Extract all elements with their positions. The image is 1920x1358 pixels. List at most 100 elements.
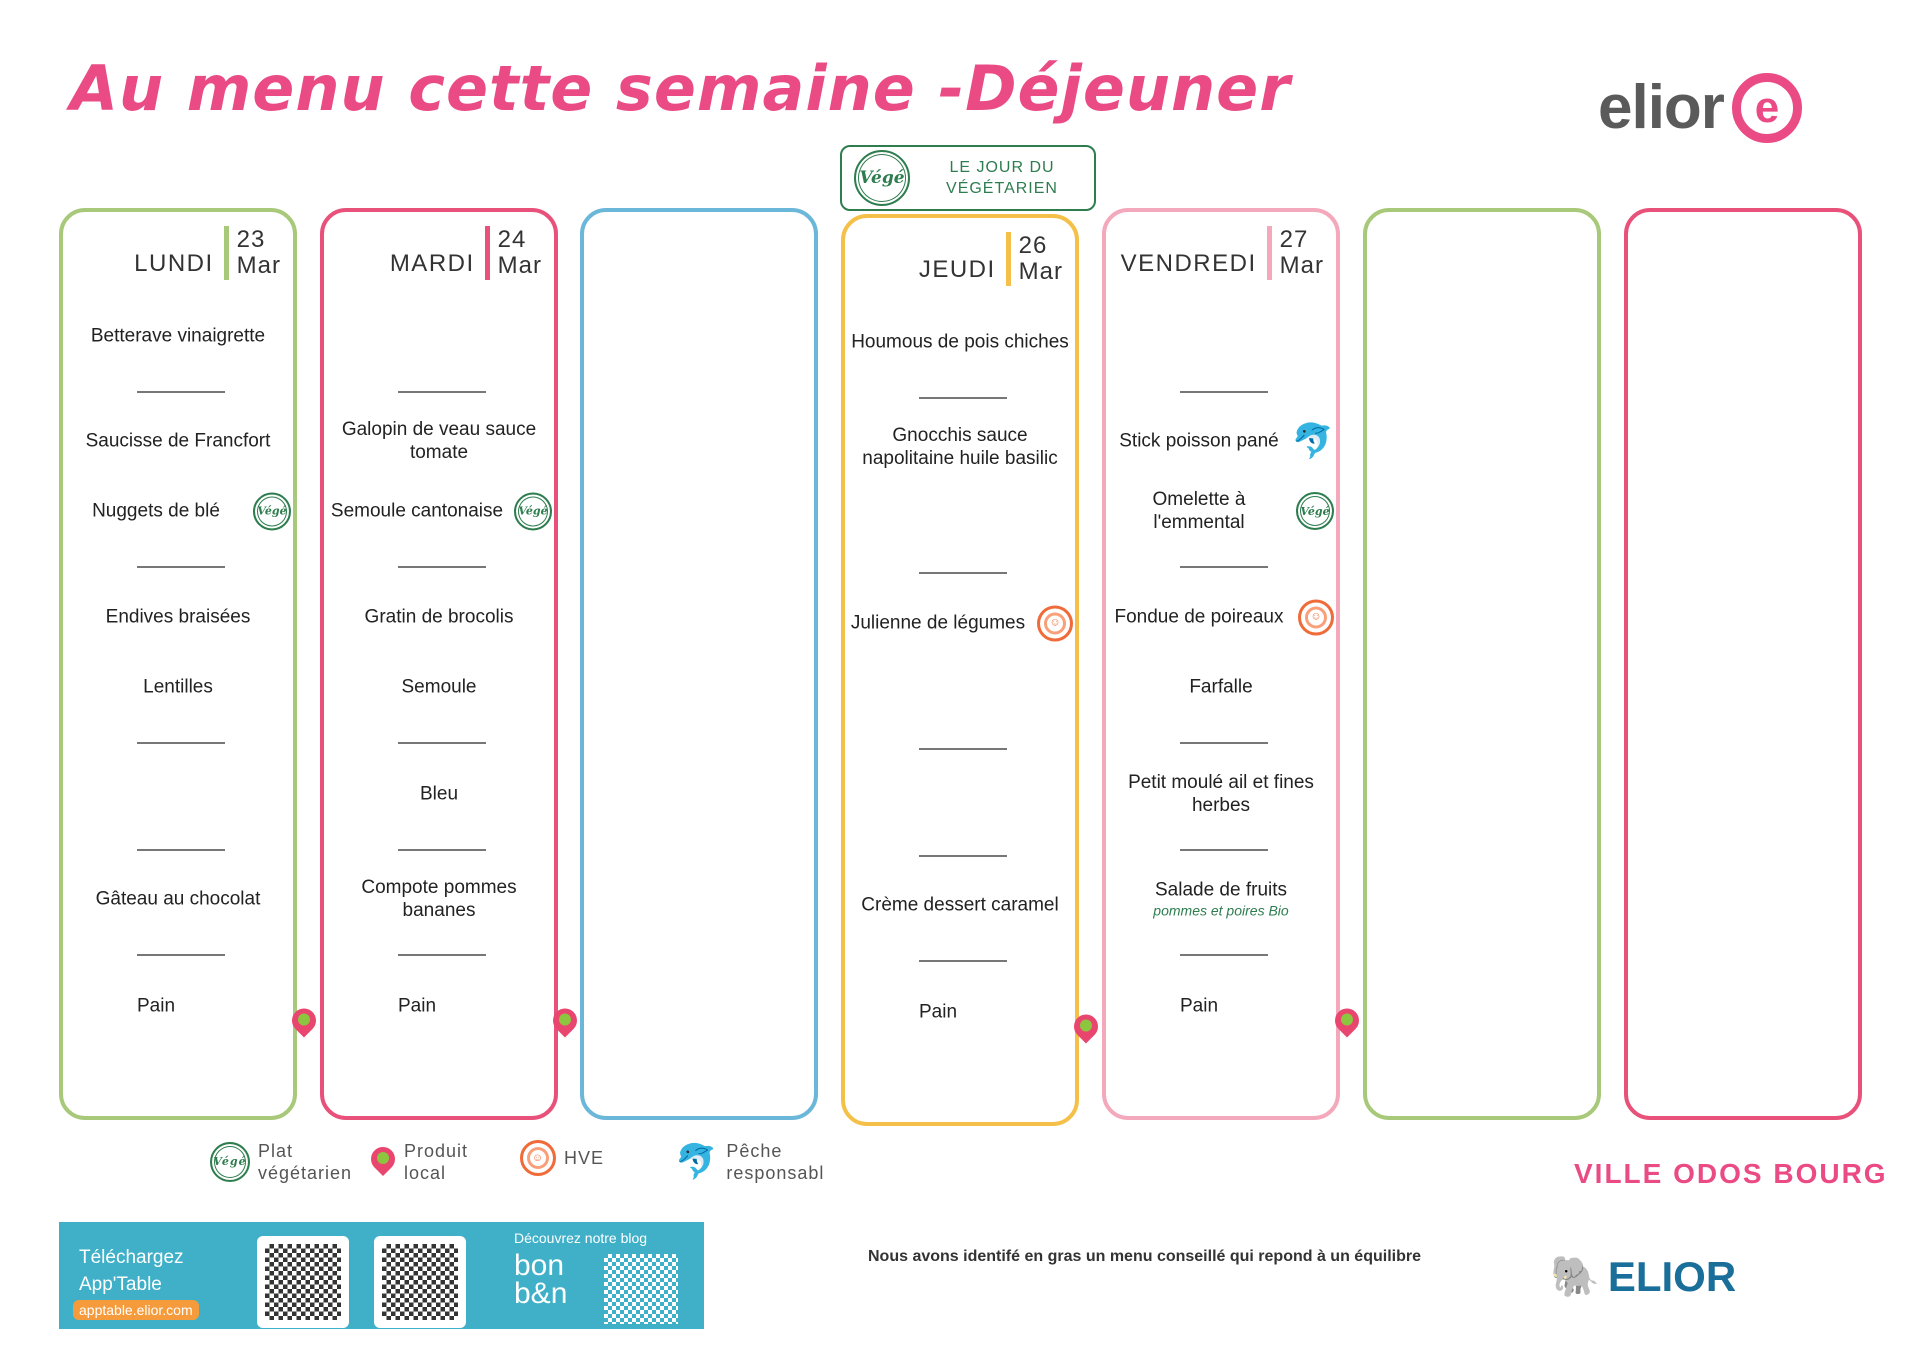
legend-label: Plat — [258, 1141, 294, 1161]
dish-name: Betterave vinaigrette — [90, 325, 266, 347]
dish-name: Stick poisson pané — [1119, 430, 1279, 452]
menu-item-veg2: Farfalle — [1110, 676, 1332, 699]
site-name: VILLE ODOS BOURG — [1574, 1158, 1888, 1189]
menu-item-entree: Houmous de pois chiches — [849, 331, 1071, 354]
day-month: Mar — [497, 252, 542, 279]
vege-day-line2: VÉGÉTARIEN — [946, 180, 1058, 197]
day-month: Mar — [1279, 252, 1324, 279]
menu-item-main1: Saucisse de Francfort — [67, 430, 289, 453]
course-separator — [919, 572, 1007, 574]
day-name: MARDI — [389, 250, 475, 277]
footer-elior-logo: 🐘ELIOR — [1550, 1253, 1736, 1301]
elior-logo: elior e — [1598, 72, 1802, 143]
dish-name: Petit moulé ail et fines herbes — [1128, 772, 1314, 816]
menu-item-veg1: Julienne de légumes☺ — [849, 605, 1073, 641]
day-column — [1624, 208, 1862, 1120]
day-divider — [1005, 232, 1011, 286]
dish-name: Pain — [136, 995, 176, 1017]
day-name: LUNDI — [134, 250, 214, 277]
logo-text: elior — [1598, 73, 1725, 142]
legend-label: Pêche — [726, 1141, 783, 1161]
menu-item-veg1: Fondue de poireaux☺ — [1110, 599, 1334, 635]
day-number: 24 — [497, 226, 527, 253]
course-separator — [919, 855, 1007, 857]
course-separator — [1180, 954, 1268, 956]
course-separator — [919, 397, 1007, 399]
footer-note: Nous avons identifé en gras un menu cons… — [868, 1248, 1421, 1265]
dish-name: Pain — [397, 995, 437, 1017]
menu-item-pain: Pain — [1110, 995, 1364, 1037]
menu-item-dessert: Crème dessert caramel — [849, 894, 1071, 917]
legend-label-2: local — [404, 1163, 447, 1183]
dish-name: Pain — [1179, 995, 1219, 1017]
vege-icon: Végé — [854, 150, 910, 206]
dish-name: Houmous de pois chiches — [851, 331, 1069, 353]
course-separator — [398, 954, 486, 956]
menu-item-veg2: Lentilles — [67, 676, 289, 699]
course-separator — [137, 742, 225, 744]
qr-code-playstore — [374, 1236, 466, 1328]
banner-line2: App'Table — [79, 1274, 162, 1295]
dish-name: Gratin de brocolis — [364, 606, 514, 628]
fish-icon: 🐬 — [1291, 422, 1334, 460]
menu-item-veg1: Endives braisées — [67, 606, 289, 629]
dish-name: Semoule — [401, 676, 477, 698]
hve-icon: ☺ — [520, 1140, 556, 1176]
vege-icon: Végé — [253, 492, 291, 530]
day-divider — [223, 226, 229, 280]
day-divider — [1266, 226, 1272, 280]
menu-item-veg1: Gratin de brocolis — [328, 606, 550, 629]
dish-note: pommes et poires Bio — [1153, 902, 1289, 919]
dish-name: Lentilles — [143, 676, 213, 698]
day-divider — [484, 226, 490, 280]
menu-item-cheese: Petit moulé ail et fines herbes — [1110, 771, 1332, 817]
hve-icon: ☺ — [1037, 605, 1073, 641]
course-separator — [919, 960, 1007, 962]
elior-mascot-icon: 🐘 — [1550, 1255, 1600, 1299]
course-separator — [398, 566, 486, 568]
course-separator — [919, 748, 1007, 750]
menu-item-veg2: Semoule — [328, 676, 550, 699]
dish-name: Omelette à l'emmental — [1152, 489, 1246, 533]
bonbon-line2: b&n — [514, 1277, 568, 1310]
vege-day-line1: LE JOUR DU — [949, 159, 1055, 176]
course-separator — [137, 849, 225, 851]
course-separator — [398, 849, 486, 851]
dish-name: Endives braisées — [105, 606, 251, 628]
dish-name: Bleu — [419, 783, 459, 805]
course-separator — [1180, 566, 1268, 568]
dish-name: Semoule cantonaise — [330, 500, 504, 522]
menu-item-main1: Galopin de veau sauce tomate — [328, 418, 550, 464]
legend-label: HVE — [564, 1148, 605, 1168]
course-separator — [1180, 391, 1268, 393]
dish-name: Saucisse de Francfort — [85, 430, 271, 452]
banner-line1: Téléchargez — [79, 1247, 184, 1268]
menu-item-entree: Betterave vinaigrette — [67, 325, 289, 348]
bonbon-line1: bon — [514, 1249, 565, 1282]
banner-url[interactable]: apptable.elior.com — [73, 1300, 199, 1320]
qr-code-blog — [604, 1254, 678, 1324]
menu-item-cheese: Bleu — [328, 783, 550, 806]
course-separator — [1180, 849, 1268, 851]
dish-name: Crème dessert caramel — [861, 894, 1059, 916]
dish-name: Farfalle — [1189, 676, 1253, 698]
dish-name: Fondue de poireaux — [1114, 606, 1284, 628]
dish-name: Pain — [918, 1001, 958, 1023]
course-separator — [398, 742, 486, 744]
day-name: VENDREDI — [1120, 250, 1257, 277]
